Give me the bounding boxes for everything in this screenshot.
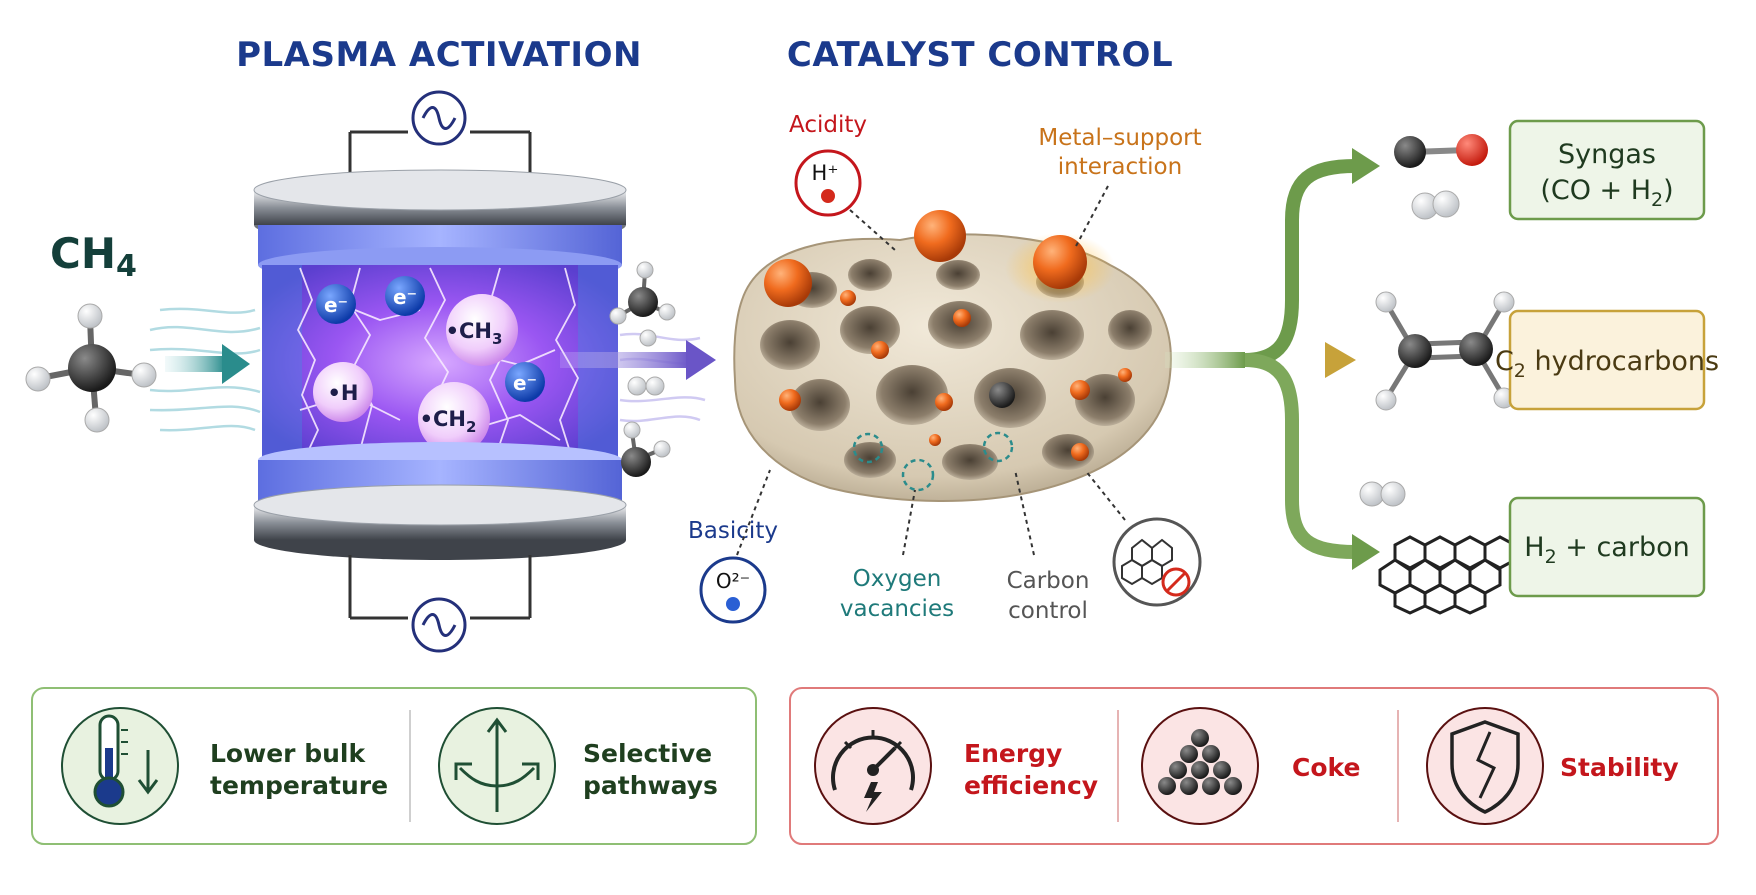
methyl-radical: •CH3 [446,294,518,366]
svg-text:Oxygen: Oxygen [853,566,942,592]
hydrogen-radical: •H [313,362,373,422]
metal-support-callout: Metal–support interaction [1038,125,1202,249]
oxygen-vacancy-markers [852,431,1014,492]
c2-hydrocarbons-product-box: C2 hydrocarbons [1495,309,1719,411]
svg-text:CH4: CH4 [50,229,137,284]
svg-text:Basicity: Basicity [688,518,778,544]
electron-3: e⁻ [505,362,545,402]
svg-text:Carbon: Carbon [1007,568,1090,594]
methylene-radical: •CH2 [418,382,490,454]
challenge-2-label: Coke [1292,753,1360,782]
plasma-reactor: e⁻ e⁻ •CH3 •H •CH2 e⁻ [253,90,627,653]
svg-text:e⁻: e⁻ [393,285,417,309]
basicity-callout: Basicity O²⁻ [688,469,778,624]
svg-text:e⁻: e⁻ [324,293,348,317]
challenges-panel: Energy efficiency Coke Stability [789,687,1719,845]
inlet-arrow-icon [165,344,250,384]
electron-1: e⁻ [316,284,356,324]
svg-text:vacancies: vacancies [840,596,954,622]
svg-text:control: control [1008,598,1088,624]
cracked-shield-icon [1426,707,1544,825]
challenge-1-line-2: efficiency [964,771,1098,800]
branching-arrows-icon [438,707,556,825]
benefits-panel: Lower bulk temperature Selective pathway… [31,687,757,845]
syngas-product-box: Syngas (CO + H2) [1508,119,1706,221]
graphene-sheet-icon [1378,535,1517,615]
methyl-fragment-icon [609,261,676,325]
svg-text:(CO + H2): (CO + H2) [1540,175,1673,211]
svg-text:O²⁻: O²⁻ [716,569,750,593]
svg-text:Syngas: Syngas [1558,139,1656,170]
methane-molecule-icon [25,303,157,433]
product-branch-arrows [1165,148,1380,570]
electron-2: e⁻ [385,276,425,316]
ch4-label: CH4 [50,229,137,284]
gauge-icon [814,707,932,825]
plasma-activation-title: PLASMA ACTIVATION [236,35,642,75]
coke-pile-icon [1141,707,1259,825]
porous-catalyst-support [733,210,1172,502]
svg-text:Acidity: Acidity [789,112,867,138]
benefit-1-line-1: Lower bulk [210,739,366,768]
hydrogen-molecule-icon-1 [1411,190,1460,220]
svg-text:Metal–support: Metal–support [1038,125,1201,151]
svg-text:•CH2: •CH2 [420,407,477,436]
acidity-callout: Acidity H⁺ [789,112,896,251]
plasma-to-catalyst-arrow-icon [560,340,716,380]
oxygen-vacancies-callout: Oxygen vacancies [840,489,954,622]
small-metal-nanoparticles [779,290,1132,461]
carbon-control-callout: Carbon control [1007,469,1202,624]
large-metal-nanoparticles [764,210,1087,307]
ethylene-molecule-icon [1375,291,1515,411]
carbon-monoxide-molecule-icon [1394,134,1488,168]
h2-carbon-product-box: H2 + carbon [1508,496,1706,598]
svg-text:•H: •H [328,381,359,405]
benefit-2-line-1: Selective [583,739,712,768]
hydrogen-molecule-icon-2 [1359,481,1406,507]
carbon-deposit [989,382,1015,408]
challenge-3-label: Stability [1560,753,1679,782]
thermometer-down-icon [61,707,179,825]
methylene-fragment-icon [621,421,671,477]
svg-text:C2 hydrocarbons: C2 hydrocarbons [1495,346,1719,382]
ac-source-bottom-icon [411,597,467,653]
challenge-1-line-1: Energy [964,739,1062,768]
benefit-1-line-2: temperature [210,771,388,800]
ac-source-top-icon [411,90,467,146]
svg-text:•CH3: •CH3 [446,319,503,348]
gas-inflow-streaks [149,307,261,432]
svg-text:e⁻: e⁻ [513,371,537,395]
hydrogen-atom-fragments-icon [627,329,665,396]
svg-text:interaction: interaction [1058,154,1182,180]
benefit-2-line-2: pathways [583,771,718,800]
no-carbon-graphene-icon [1112,517,1202,607]
svg-text:H2 + carbon: H2 + carbon [1524,532,1689,568]
svg-text:H⁺: H⁺ [812,161,839,185]
catalyst-control-title: CATALYST CONTROL [787,35,1173,75]
